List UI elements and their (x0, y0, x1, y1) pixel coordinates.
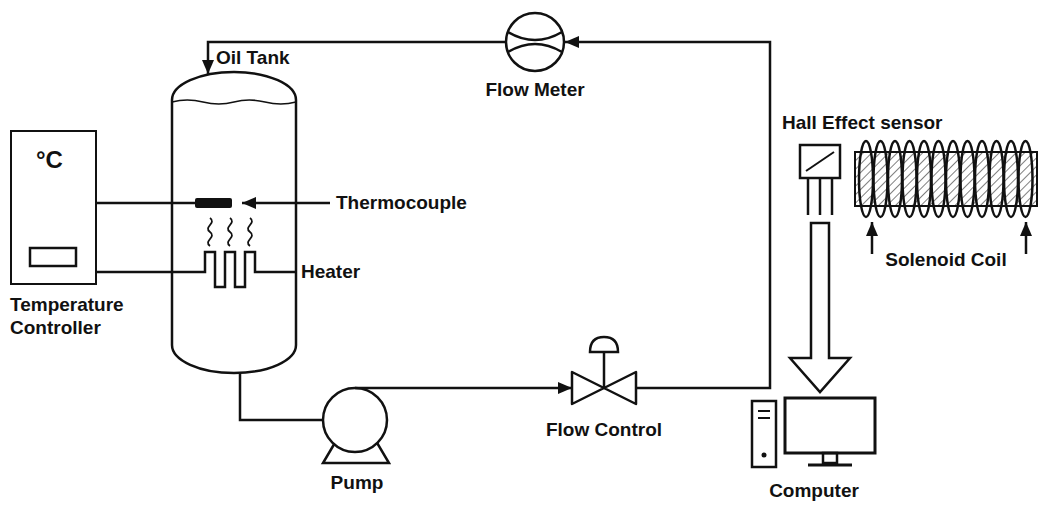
valve-actuator (590, 337, 618, 352)
oil-tank: Oil Tank (172, 72, 296, 373)
pump-outlet (355, 387, 392, 390)
oil-pipe (240, 373, 322, 420)
part-label: Heater (301, 260, 360, 283)
coil-turn (975, 141, 989, 217)
heater-element (172, 252, 296, 287)
coil-turn (932, 141, 946, 217)
sensor-pin (831, 178, 834, 215)
coil-turn (888, 141, 902, 217)
component-label: Computer (769, 479, 859, 502)
unit-symbol: °C (36, 146, 63, 174)
component-label: Temperature Controller (10, 293, 140, 339)
coil-turn (874, 141, 888, 217)
coil-turn (990, 141, 1004, 217)
power-button (762, 453, 767, 458)
pump: Pump (322, 385, 392, 465)
monitor-foot (808, 464, 852, 467)
oil-pipe (565, 42, 770, 388)
thermocouple-wire (172, 202, 195, 205)
drive-slot (758, 417, 770, 419)
temperature-controller: °CTemperature Controller (10, 130, 97, 285)
computer: Computer (750, 395, 878, 472)
drive-slot (758, 410, 770, 412)
flow-meter: Flow Meter (505, 12, 565, 72)
pump-symbol (323, 388, 387, 452)
oil-surface (172, 100, 296, 104)
coil-turn (903, 141, 917, 217)
hall-sensor-symbol (800, 145, 840, 178)
computer-monitor (785, 398, 875, 453)
sensor-diagonal (806, 152, 834, 171)
venturi-curve (508, 44, 562, 52)
node-shape (852, 138, 1040, 220)
heat-wave (228, 218, 232, 246)
coil-turn (946, 141, 960, 217)
leader-line (242, 202, 330, 205)
coil-turn (859, 141, 873, 217)
component-label: Hall Effect sensor (782, 111, 943, 134)
component-label: Flow Control (546, 418, 662, 441)
component-label: Flow Meter (485, 78, 584, 101)
valve-stem (603, 352, 606, 388)
oil-pipe (392, 387, 572, 390)
hall-effect-sensor: Hall Effect sensor (798, 143, 842, 217)
solenoid-coil: Solenoid Coil (852, 138, 1040, 220)
component-label: Pump (331, 471, 384, 494)
display-window (30, 248, 76, 266)
control-wire (97, 271, 172, 274)
computer-tower (752, 401, 776, 467)
coil-turn (917, 141, 931, 217)
monitor-stand (823, 453, 837, 463)
node-shape (750, 395, 878, 472)
signal-arrow (790, 223, 850, 392)
coil-turn (1004, 141, 1018, 217)
sensor-pin (819, 178, 822, 215)
heat-wave (208, 218, 212, 246)
component-label: Solenoid Coil (885, 248, 1006, 271)
heat-wave (248, 218, 252, 246)
sensor-pin (807, 178, 810, 215)
venturi-curve (508, 32, 562, 40)
node-shape (572, 334, 636, 406)
oil-pipe (208, 42, 505, 74)
flow-control-valve: Flow Control (572, 334, 636, 406)
leader-line (871, 222, 874, 254)
coil-turn (1019, 141, 1033, 217)
control-wire (97, 202, 172, 205)
node-shape (322, 385, 392, 465)
thermocouple-probe (195, 198, 232, 208)
node-shape (798, 143, 842, 217)
node-shape (505, 12, 565, 72)
coil-turn (961, 141, 975, 217)
component-label: Oil Tank (216, 46, 290, 69)
leader-line (1025, 222, 1028, 254)
node-shape (172, 72, 296, 373)
part-label: Thermocouple (336, 191, 467, 214)
tank-outline (172, 72, 296, 373)
flow-meter-symbol (506, 13, 564, 71)
